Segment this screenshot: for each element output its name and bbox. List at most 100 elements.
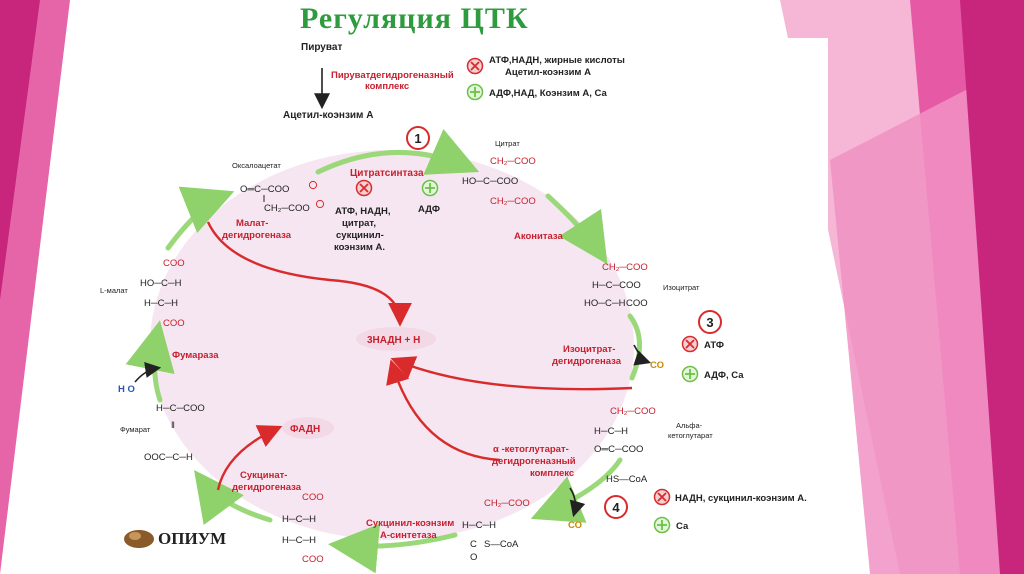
svg-text:H─C─H: H─C─H: [282, 535, 316, 546]
inhibit-icon: [466, 57, 484, 75]
logo-text: ОПИУМ: [158, 529, 226, 548]
svg-text:OOC─C─H: OOC─C─H: [144, 452, 193, 463]
icdh-label-1: Изоцитрат-: [563, 344, 615, 355]
acetyl-coa-label: Ацетил-коэнзим А: [283, 110, 373, 121]
svg-text:CH₂─COO: CH₂─COO: [484, 498, 530, 509]
activate-icon: [466, 83, 484, 101]
pyruvate-label: Пируват: [301, 42, 342, 53]
svg-text:HO─C─COO: HO─C─COO: [462, 176, 518, 187]
svg-text:H─C─H: H─C─H: [462, 520, 496, 531]
svg-text:HO─C─H: HO─C─H: [584, 298, 626, 309]
cs-inhibitor-4: коэнзим А.: [334, 242, 385, 253]
alpha-kg-label-1: Альфа-: [676, 421, 703, 430]
svg-text:1: 1: [414, 131, 421, 146]
activate-icon: [653, 516, 671, 534]
s-coa-label: S—CoA: [484, 539, 519, 550]
step-badge-icon: 3: [698, 310, 722, 334]
activate-icon: [681, 365, 699, 383]
akgdh-label-2: дегидрогеназный: [492, 456, 576, 467]
succinate-structure: COO H─C─H H─C─H COO: [282, 492, 324, 565]
akgdh-label-3: комплекс: [530, 468, 574, 479]
akgdh-label-1: α -кетоглутарат-: [493, 444, 569, 455]
nadh-badge: [356, 327, 436, 351]
alpha-kg-label-2: кетоглутарат: [668, 431, 713, 440]
cycle-arrows: [125, 129, 643, 574]
nadh-center-label: 3НАДН + Н: [367, 335, 420, 346]
icdh-activators: АДФ, Са: [704, 370, 744, 381]
svg-text:H─C─H: H─C─H: [282, 514, 316, 525]
fumarate-label: Фумарат: [120, 425, 151, 434]
svg-text:CH₂─COO: CH₂─COO: [490, 196, 536, 207]
side-arrows: [134, 68, 652, 518]
svg-text:H─C─COO: H─C─COO: [156, 403, 205, 414]
fadh2-label: ФАДН: [290, 424, 320, 435]
succinyl-coa-structure: CH₂─COO H─C─H C S—CoA O: [462, 498, 530, 563]
cs-inhibitor-2: цитрат,: [342, 218, 376, 229]
svg-text:H─C─H: H─C─H: [594, 426, 628, 437]
step-badge-icon: 4: [604, 495, 628, 519]
fumarate-structure: H─C─COO ‖ OOC─C─H: [144, 403, 205, 463]
svg-text:O═C─COO: O═C─COO: [594, 444, 643, 455]
activate-icon: [421, 179, 439, 197]
pdh-inhibitors-2: Ацетил-коэнзим А: [505, 67, 591, 78]
svg-text:4: 4: [612, 500, 620, 515]
svg-text:CH₂─COO: CH₂─COO: [602, 262, 648, 273]
inhibit-icon: [355, 179, 373, 197]
mdh-label-1: Малат-: [236, 218, 268, 229]
nadh-arrows: [206, 221, 633, 491]
sdh-label-2: дегидрогеназа: [232, 482, 302, 493]
citrate-synthase-label: Цитратсинтаза: [350, 168, 424, 179]
cs-inhibitor-3: сукцинил-: [336, 230, 384, 241]
logo: ОПИУМ: [122, 522, 252, 557]
svg-text:CH₂─COO: CH₂─COO: [610, 406, 656, 417]
svg-text:H─C─H: H─C─H: [144, 298, 178, 309]
cs-inhibitor-1: АТФ, НАДН,: [335, 206, 391, 217]
svg-text:CH₂─COO: CH₂─COO: [490, 156, 536, 167]
oxaloacetate-label: Оксалоацетат: [232, 161, 281, 170]
step-badge-icon: 1: [406, 126, 430, 150]
svg-text:COO: COO: [163, 318, 185, 329]
svg-text:3: 3: [706, 315, 713, 330]
svg-text:COO: COO: [163, 258, 185, 269]
svg-text:COO: COO: [302, 554, 324, 565]
icdh-inhibitor: АТФ: [704, 340, 724, 351]
pdh-inhibitors-1: АТФ,НАДН, жирные кислоты: [489, 55, 625, 66]
co2-label: СО: [650, 360, 664, 371]
svg-text:C: C: [470, 539, 477, 550]
inhibit-icon: [653, 488, 671, 506]
alpha-kg-structure: CH₂─COO H─C─H O═C─COO: [594, 406, 656, 455]
page-title: Регуляция ЦТК: [300, 2, 529, 35]
svg-text:‖: ‖: [171, 420, 175, 431]
inhibit-icon: [681, 335, 699, 353]
svg-text:O═C─COO: O═C─COO: [240, 184, 289, 195]
aconitase-label: Аконитаза: [514, 231, 564, 242]
svg-text:COO: COO: [302, 492, 324, 503]
akgdh-activator: Са: [676, 521, 689, 532]
pdh-label-2: комплекс: [365, 81, 409, 92]
pdh-label-1: Пируватдегидрогеназный: [331, 70, 454, 81]
citrate-structure: CH₂─COO HO─C─COO CH₂─COO: [462, 156, 536, 207]
water-label: Н О: [118, 384, 135, 395]
isocitrate-structure: CH₂─COO H─C─COO HO─C─H COO: [584, 262, 648, 309]
svg-text:H─C─COO: H─C─COO: [592, 280, 641, 291]
fumarase-label: Фумараза: [172, 350, 219, 361]
isocitrate-label: Изоцитрат: [663, 283, 700, 292]
l-malate-label: L-малат: [100, 286, 128, 295]
svg-text:COO: COO: [626, 298, 648, 309]
l-malate-structure: COO HO─C─H H─C─H COO: [140, 258, 185, 329]
svg-text:HO─C─H: HO─C─H: [140, 278, 182, 289]
akgdh-inhibitors: НАДН, сукцинил-коэнзим А.: [675, 493, 807, 504]
mdh-label-2: дегидрогеназа: [222, 230, 292, 241]
succinyl-synthetase-label-1: Сукцинил-коэнзим: [366, 518, 454, 529]
co2-label: СО: [568, 520, 582, 531]
cs-activator: АДФ: [418, 204, 440, 215]
icdh-label-2: дегидрогеназа: [552, 356, 622, 367]
sdh-label-1: Сукцинат-: [240, 470, 287, 481]
fadh2-badge: [282, 417, 334, 439]
oxaloacetate-structure: O═C─COO CH₂─COO: [240, 180, 325, 214]
logo-icon: [124, 530, 154, 548]
citrate-label: Цитрат: [495, 139, 520, 148]
hs-coa-label: HS—CoA: [606, 474, 648, 485]
